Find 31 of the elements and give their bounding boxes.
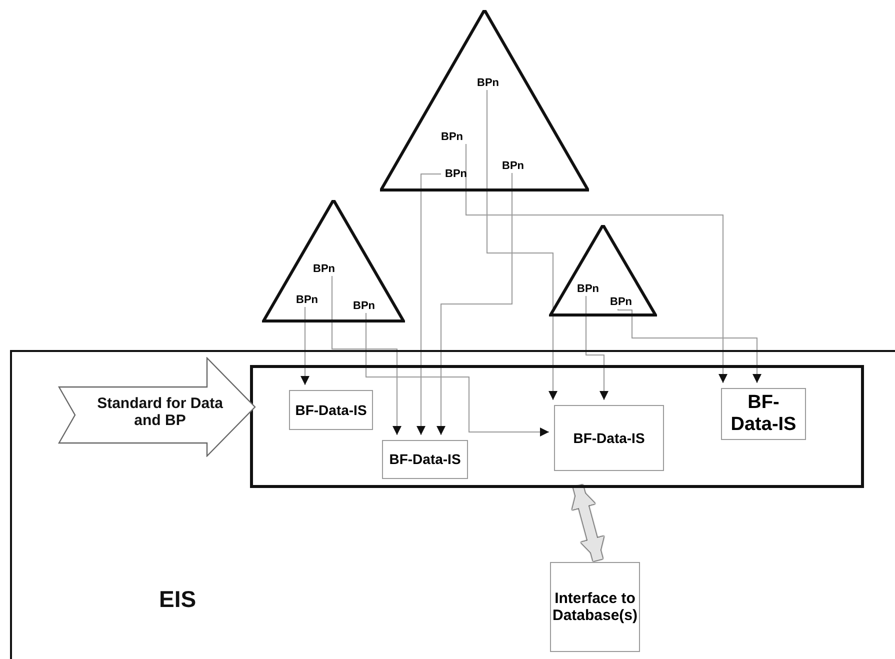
region-title: EIS bbox=[159, 586, 196, 612]
arrow bbox=[466, 144, 728, 384]
process-label: BPn bbox=[309, 262, 339, 276]
region-boundary bbox=[10, 350, 895, 659]
process-label: BPn bbox=[573, 282, 603, 296]
system-box bbox=[250, 365, 864, 488]
triangle-shape bbox=[549, 225, 657, 317]
arrow bbox=[586, 296, 608, 400]
process-label: BPn bbox=[498, 159, 528, 173]
triangle-shape bbox=[262, 200, 405, 323]
process-label: BPn bbox=[606, 295, 636, 309]
input-arrow: Standard for Data and BP bbox=[57, 357, 257, 457]
process-box: BF-Data-IS bbox=[554, 405, 664, 471]
process-label: BPn bbox=[473, 76, 503, 90]
arrow bbox=[332, 276, 402, 436]
process-box: Interface to Database(s) bbox=[550, 562, 640, 652]
arrow bbox=[618, 308, 762, 384]
arrow bbox=[416, 174, 442, 436]
process-box: BF-Data-IS bbox=[289, 390, 373, 430]
arrow bbox=[486, 90, 558, 400]
process-label: BPn bbox=[292, 293, 322, 307]
process-box: BF-Data-IS bbox=[382, 440, 468, 479]
process-label: BPn bbox=[349, 299, 379, 313]
arrow bbox=[366, 312, 550, 436]
triangle-shape bbox=[380, 10, 589, 192]
double-arrow bbox=[572, 484, 604, 562]
process-label: BPn bbox=[441, 167, 471, 181]
process-box: BF-Data-IS bbox=[721, 388, 806, 440]
process-label: BPn bbox=[437, 130, 467, 144]
arrow bbox=[436, 172, 512, 436]
arrow bbox=[300, 306, 310, 386]
